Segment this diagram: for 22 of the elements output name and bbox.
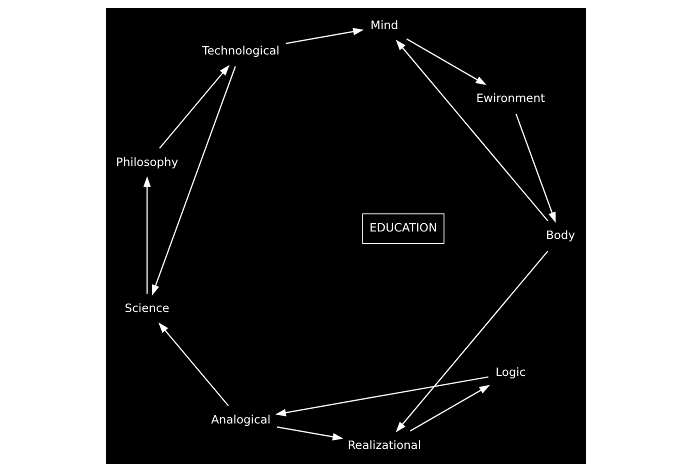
arrow	[274, 376, 488, 416]
arrow	[276, 426, 343, 440]
node-text: Ewironment	[476, 91, 545, 106]
arrow	[151, 66, 236, 296]
node-text: Philosophy	[116, 155, 178, 170]
node-text: Body	[546, 228, 575, 242]
arrow	[285, 28, 364, 44]
node-box: EDUCATION	[362, 213, 444, 244]
arrow	[158, 322, 228, 406]
node-text: Technological	[202, 43, 280, 58]
arrow	[515, 114, 556, 223]
node-text: Logic	[495, 365, 526, 380]
node-text: Analogical	[210, 412, 270, 427]
arrow	[395, 40, 548, 222]
node-text: Mind	[370, 18, 398, 32]
arrow	[406, 38, 486, 86]
arrow	[158, 64, 230, 149]
arrow	[142, 176, 150, 294]
node-text: Science	[124, 300, 169, 315]
arrow	[395, 250, 548, 432]
arrow	[409, 384, 490, 432]
node-text: Realizational	[347, 438, 421, 452]
